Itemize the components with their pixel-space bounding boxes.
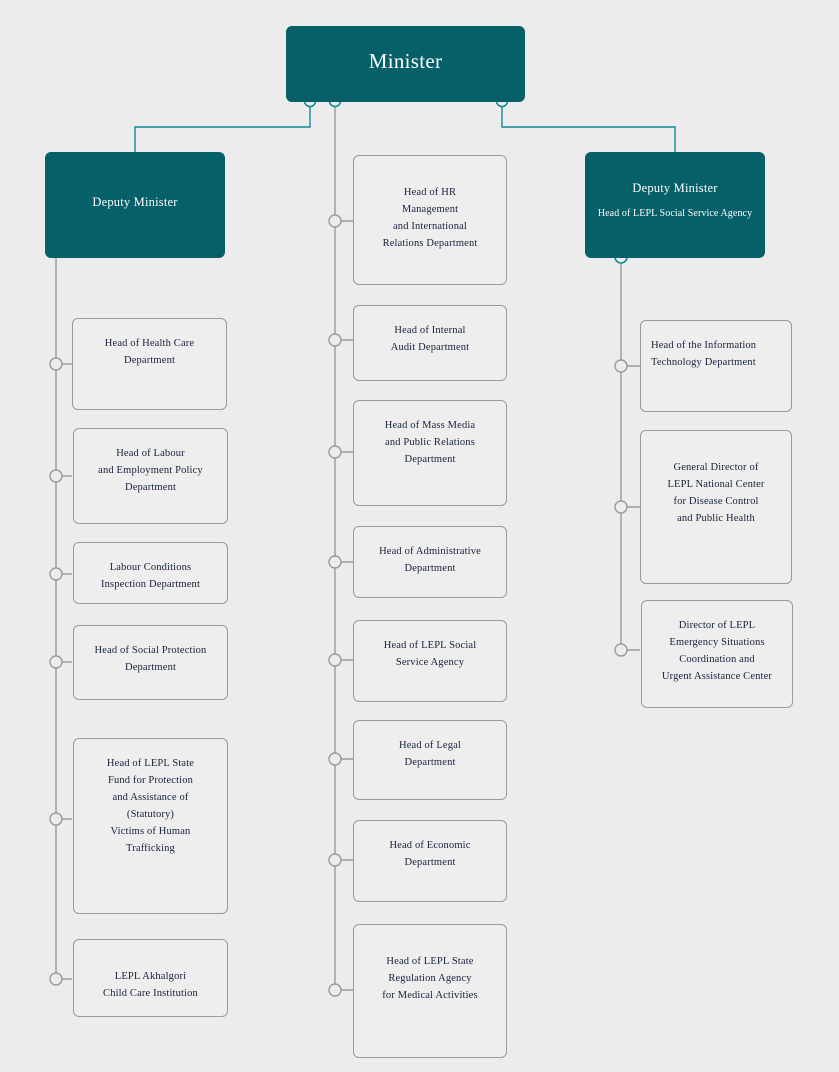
node-center-3[interactable]: Head of Mass Media and Public Relations … [353,400,507,506]
node-center-4-label: Head of Administrative Department [379,546,481,574]
junction-dot-left-6 [49,972,63,986]
junction-dot-left-3 [49,567,63,581]
node-left-3[interactable]: Labour Conditions Inspection Department [73,542,228,604]
node-center-1[interactable]: Head of HR Management and International … [353,155,507,285]
junction-dot-right-1 [614,359,628,373]
node-left-4[interactable]: Head of Social Protection Department [73,625,228,700]
junction-dot-center-8 [328,983,342,997]
node-right-1[interactable]: Head of the Information Technology Depar… [640,320,792,412]
node-left-6-label: LEPL Akhalgori Child Care Institution [103,971,198,999]
node-center-7[interactable]: Head of Economic Department [353,820,507,902]
node-deputy-minister-right-subtitle: Head of LEPL Social Service Agency [597,208,753,219]
junction-dot-right-2 [614,500,628,514]
node-center-8[interactable]: Head of LEPL State Regulation Agency for… [353,924,507,1058]
node-center-6-label: Head of Legal Department [398,740,461,768]
node-left-2[interactable]: Head of Labour and Employment Policy Dep… [73,428,228,524]
node-left-5-label: Head of LEPL State Fund for Protection a… [106,758,195,854]
node-left-4-label: Head of Social Protection Department [94,645,207,673]
node-deputy-minister-right[interactable]: Deputy Minister Head of LEPL Social Serv… [585,152,765,258]
node-center-2[interactable]: Head of Internal Audit Department [353,305,507,381]
junction-dot-center-1 [328,214,342,228]
edge-minister-deputy-left [134,101,311,152]
node-center-3-label: Head of Mass Media and Public Relations … [384,420,476,465]
node-center-5[interactable]: Head of LEPL Social Service Agency [353,620,507,702]
node-center-4[interactable]: Head of Administrative Department [353,526,507,598]
node-right-1-label: Head of the Information Technology Depar… [651,340,757,368]
junction-dot-left-5 [49,812,63,826]
node-center-8-label: Head of LEPL State Regulation Agency for… [382,956,478,1001]
junction-dot-center-4 [328,555,342,569]
junction-dot-center-6 [328,752,342,766]
node-center-2-label: Head of Internal Audit Department [390,325,470,353]
node-center-7-label: Head of Economic Department [389,840,471,868]
junction-dot-right-3 [614,643,628,657]
node-left-1[interactable]: Head of Health Care Department [72,318,227,410]
junction-dot-left-1 [49,357,63,371]
edge-minister-deputy-right [501,101,676,152]
junction-dot-center-7 [328,853,342,867]
node-left-5[interactable]: Head of LEPL State Fund for Protection a… [73,738,228,914]
node-deputy-minister-left-label: Deputy Minister [92,195,178,209]
node-center-6[interactable]: Head of Legal Department [353,720,507,800]
junction-dot-left-4 [49,655,63,669]
node-right-3[interactable]: Director of LEPL Emergency Situations Co… [641,600,793,708]
node-left-2-label: Head of Labour and Employment Policy Dep… [98,448,203,493]
node-left-6[interactable]: LEPL Akhalgori Child Care Institution [73,939,228,1017]
node-right-3-label: Director of LEPL Emergency Situations Co… [661,620,773,682]
junction-dot-center-5 [328,653,342,667]
node-minister[interactable]: Minister [286,26,525,102]
junction-dot-left-2 [49,469,63,483]
node-right-2[interactable]: General Director of LEPL National Center… [640,430,792,584]
node-deputy-minister-left[interactable]: Deputy Minister [45,152,225,258]
node-left-3-label: Labour Conditions Inspection Department [100,562,201,590]
node-minister-label: Minister [368,49,443,73]
junction-dot-center-3 [328,445,342,459]
node-left-1-label: Head of Health Care Department [104,338,195,366]
node-deputy-minister-right-label: Deputy Minister [632,181,718,195]
node-right-2-label: General Director of LEPL National Center… [667,462,765,524]
junction-dot-center-2 [328,333,342,347]
node-center-1-label: Head of HR Management and International … [382,187,478,249]
node-center-5-label: Head of LEPL Social Service Agency [383,640,477,668]
